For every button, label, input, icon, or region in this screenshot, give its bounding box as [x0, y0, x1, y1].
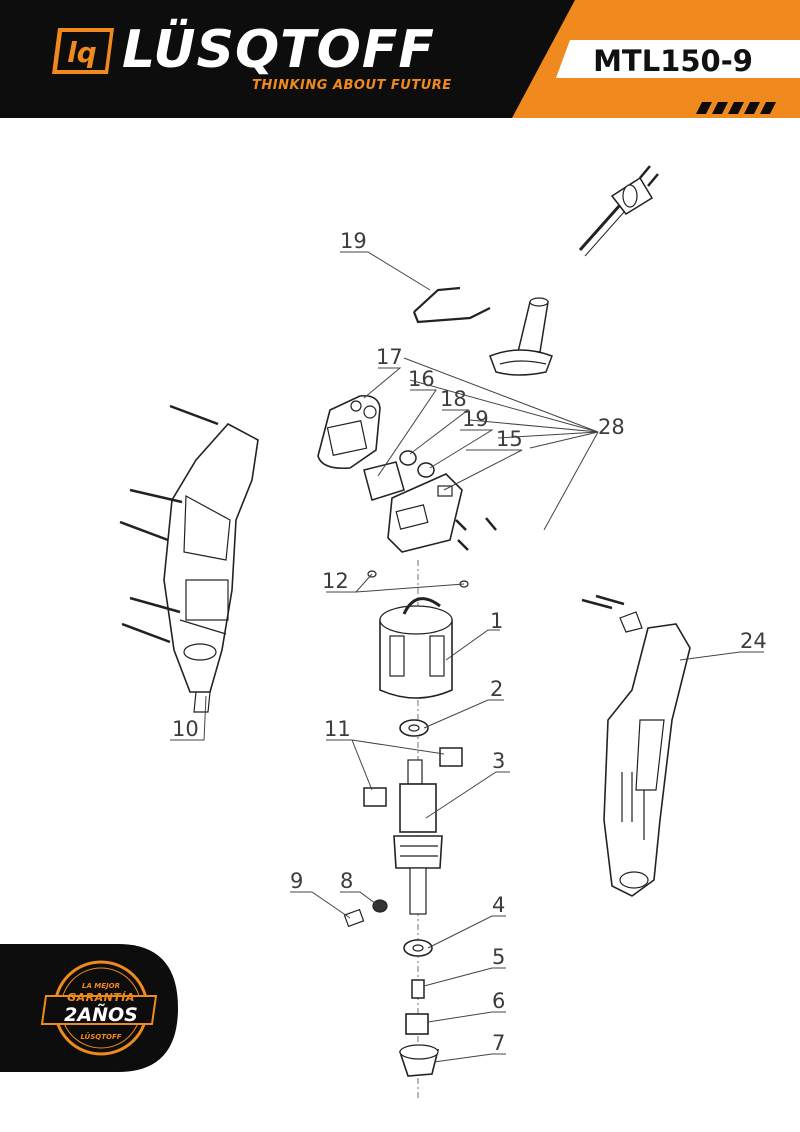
wire-clip-part	[412, 286, 491, 324]
carbon-brush-part	[363, 747, 463, 807]
power-cord-part	[578, 165, 659, 257]
warranty-badge	[0, 944, 178, 1072]
callout-28: 28	[598, 415, 625, 439]
armature-part	[393, 759, 443, 915]
badge-line-top: LA MEJOR	[81, 982, 120, 990]
callout-1: 1	[490, 609, 503, 633]
brand-tagline: THINKING ABOUT FUTURE	[252, 78, 452, 93]
callout-9: 9	[290, 869, 303, 893]
callout-24: 24	[740, 629, 767, 653]
callout-5: 5	[492, 945, 505, 969]
callout-4: 4	[492, 893, 505, 917]
badge-line-big: 2AÑOS	[64, 1004, 138, 1026]
exploded-parts-diagram: 19 17 16 18 19 15 28 12 1 2 11 3 9 8 4 5…	[119, 165, 767, 1100]
knob-part-17	[399, 450, 417, 466]
badge-line-mid: GARANTÍA	[67, 991, 135, 1004]
callout-7: 7	[492, 1031, 505, 1055]
switch-cover-part	[317, 394, 381, 470]
callout-19: 19	[340, 229, 367, 253]
callout-6: 6	[492, 989, 505, 1013]
callout-11: 11	[324, 717, 351, 741]
model-number: MTL150-9	[593, 44, 753, 78]
header-banner	[0, 0, 800, 122]
badge-brand: LÜSQTOFF	[80, 1033, 122, 1041]
callout-17: 18	[440, 387, 467, 411]
svg-text:lq: lq	[67, 36, 97, 69]
collet-nut-part-6	[405, 1013, 429, 1035]
callout-12: 12	[322, 569, 349, 593]
callout-10: 10	[172, 717, 199, 741]
brand-logo-icon: lq	[48, 26, 118, 76]
lock-part-8	[372, 899, 388, 913]
collet-part-5	[411, 979, 425, 999]
brand-name: LÜSQTOFF	[122, 20, 435, 80]
left-housing-part	[163, 422, 259, 713]
bearing-part-2	[399, 719, 429, 737]
callout-2: 2	[490, 677, 503, 701]
callout-18: 19	[462, 407, 489, 431]
cable-sleeve-part	[489, 297, 553, 376]
stator-part	[379, 597, 453, 699]
callout-8: 8	[340, 869, 353, 893]
right-housing-part	[603, 623, 691, 897]
callout-3: 3	[492, 749, 505, 773]
switch-board-part	[387, 473, 463, 553]
callout-14: 15	[496, 427, 523, 451]
washer-part-12a	[367, 570, 377, 578]
callout-15: 16	[408, 367, 435, 391]
lock-button-part-9	[343, 908, 365, 928]
knob-part-18	[417, 462, 435, 478]
bearing-part-4	[403, 939, 433, 957]
callout-16: 17	[376, 345, 403, 369]
